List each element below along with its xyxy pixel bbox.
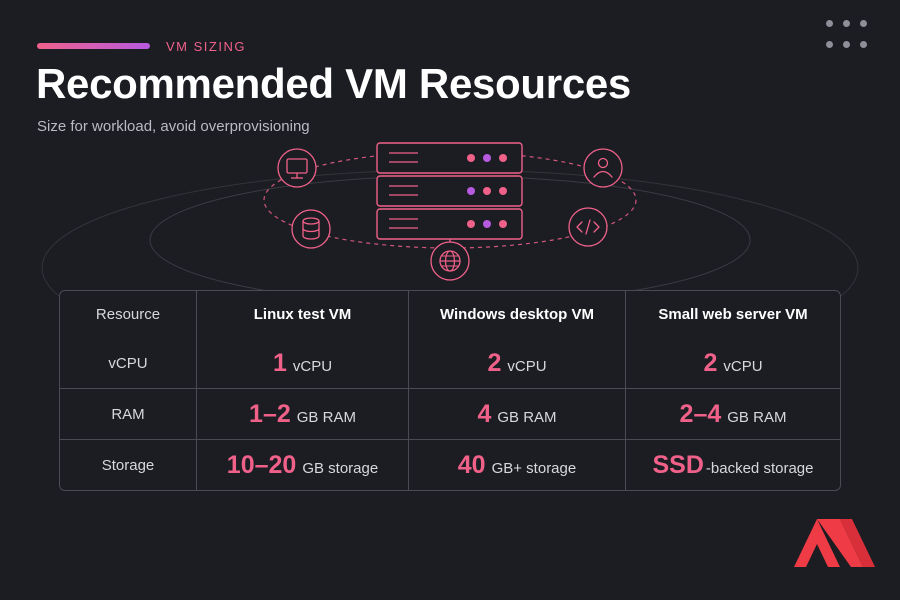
vm-resources-table: Resource Linux test VM Windows desktop V… xyxy=(59,290,841,491)
eyebrow-label: VM SIZING xyxy=(166,39,246,54)
row-label-ram: RAM xyxy=(60,389,197,440)
code-icon xyxy=(568,207,608,247)
page-title: Recommended VM Resources xyxy=(36,60,631,107)
database-icon xyxy=(291,209,331,249)
user-icon xyxy=(583,148,623,188)
table-row-vcpu: vCPU 1 vCPU 2 vCPU 2 vCPU xyxy=(60,338,840,389)
cell-value: 2–4 xyxy=(679,399,722,428)
cell-value: 2 xyxy=(703,348,718,377)
cell-unit: GB RAM xyxy=(727,408,787,426)
cell-value: 1–2 xyxy=(249,399,291,428)
cell-unit: vCPU xyxy=(292,357,333,375)
cell-unit: vCPU xyxy=(723,357,763,375)
cell-value: 2 xyxy=(487,348,502,377)
table-cell: 2–4 GB RAM xyxy=(626,389,840,440)
page-subtitle: Size for workload, avoid overprovisionin… xyxy=(37,118,310,135)
column-header-linux-test-vm: Linux test VM xyxy=(197,291,409,338)
cell-unit: GB+ storage xyxy=(491,459,577,477)
table-cell: 10–20 GB storage xyxy=(197,440,409,490)
table-header-row: Resource Linux test VM Windows desktop V… xyxy=(60,291,840,338)
cell-unit: vCPU xyxy=(507,357,547,375)
cell-unit: GB RAM xyxy=(497,408,557,426)
table-cell: 40 GB+ storage xyxy=(409,440,626,490)
cell-value: 1 xyxy=(272,348,287,377)
cell-value: 40 xyxy=(457,450,486,479)
table-cell: 1 vCPU xyxy=(197,338,409,389)
more-dots-icon xyxy=(826,20,878,50)
globe-icon xyxy=(430,241,470,281)
table-row-ram: RAM 1–2 GB RAM 4 GB RAM 2–4 GB RAM xyxy=(60,389,840,440)
monitor-icon xyxy=(277,148,317,188)
cell-unit: GB RAM xyxy=(296,408,356,426)
server-rack-icon xyxy=(376,142,523,246)
row-label-vcpu: vCPU xyxy=(60,338,197,389)
cell-value: 10–20 xyxy=(226,450,297,479)
row-label-storage: Storage xyxy=(60,440,197,490)
cell-unit: -backed storage xyxy=(705,459,814,477)
column-header-resource: Resource xyxy=(60,291,197,338)
table-cell: 2 vCPU xyxy=(409,338,626,389)
column-header-small-web-server-vm: Small web server VM xyxy=(658,306,808,323)
cell-unit: GB storage xyxy=(302,459,379,477)
table-cell: 4 GB RAM xyxy=(409,389,626,440)
table-row-storage: Storage 10–20 GB storage 40 GB+ storage SS… xyxy=(60,440,840,490)
column-header-windows-desktop-vm: Windows desktop VM xyxy=(409,291,626,338)
cell-value: SSD xyxy=(652,450,704,479)
cell-value: 4 xyxy=(477,399,492,428)
table-cell: 1–2 GB RAM xyxy=(197,389,409,440)
table-cell: SSD-backed storage xyxy=(626,440,840,490)
accent-bar xyxy=(37,43,150,49)
table-cell: 2 vCPU xyxy=(626,338,840,389)
